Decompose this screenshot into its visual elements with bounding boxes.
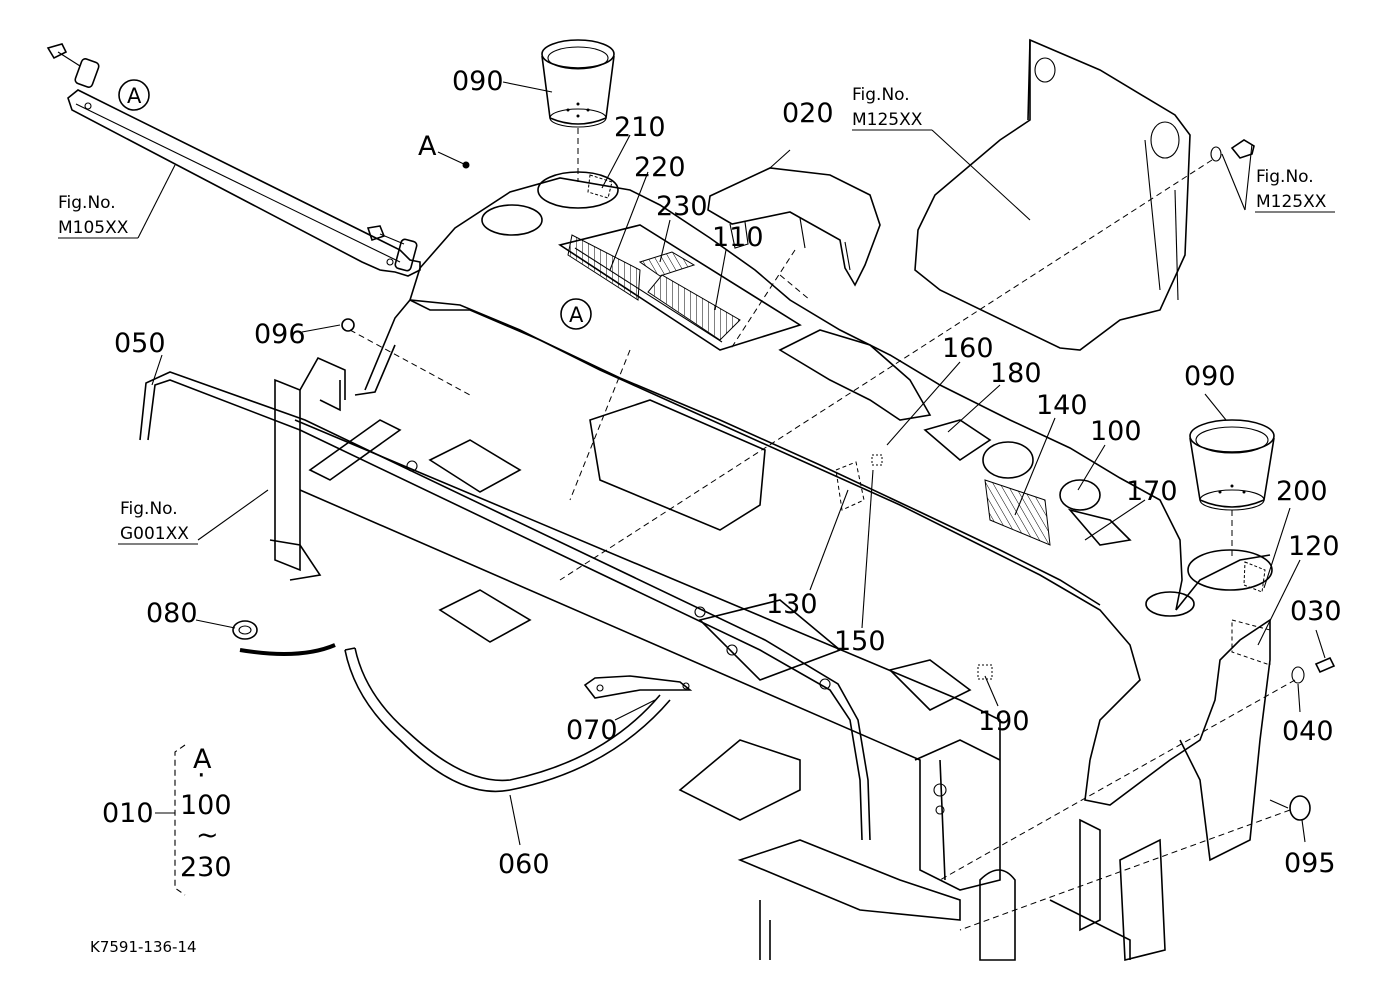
reference-lines [349, 128, 1296, 931]
leader-lines [137, 81, 1326, 846]
callout-a-top: A [418, 131, 437, 162]
kit-line-a: A [193, 744, 212, 775]
kit-group-contents: A · 100 ~ 230 [180, 744, 232, 883]
label-170: 170 [1126, 476, 1178, 507]
label-040: 040 [1282, 716, 1334, 747]
kit-line-230: 230 [180, 852, 232, 883]
fig-ref-m105: Fig.No. M105XX [58, 193, 129, 238]
kit-line-100: 100 [180, 790, 232, 821]
cup-holder-090-top [541, 39, 615, 128]
cup-holder-090-right [1189, 419, 1275, 511]
part-number-labels: 090 210 220 230 110 020 096 050 080 070 … [102, 66, 1342, 880]
fig-ref-m105-code: M105XX [58, 218, 129, 238]
label-096: 096 [254, 319, 306, 350]
label-100: 100 [1090, 416, 1142, 447]
kit-line-tilde: ~ [196, 820, 219, 851]
left-bracket-part [46, 43, 421, 277]
fig-ref-m125-right-title: Fig.No. [1256, 167, 1314, 187]
label-200: 200 [1276, 476, 1328, 507]
label-030: 030 [1290, 596, 1342, 627]
fig-ref-g001: Fig.No. G001XX [120, 499, 189, 544]
label-210: 210 [614, 112, 666, 143]
fig-ref-underlines [58, 129, 1335, 545]
fig-ref-m125-top: Fig.No. M125XX [852, 85, 923, 130]
switch-components [923, 419, 1132, 546]
label-140: 140 [1036, 390, 1088, 421]
label-160: 160 [942, 333, 994, 364]
label-090-top: 090 [452, 66, 504, 97]
fasteners [341, 318, 1336, 821]
callout-a-mid-text: A [569, 303, 584, 327]
clamp-080-part [232, 620, 336, 656]
callout-a-left-text: A [127, 84, 142, 108]
fig-ref-m105-title: Fig.No. [58, 193, 116, 213]
label-150: 150 [834, 626, 886, 657]
cable-060-part [344, 647, 671, 793]
dashboard-panel-part [354, 171, 1273, 862]
fig-ref-g001-title: Fig.No. [120, 499, 178, 519]
fig-ref-g001-code: G001XX [120, 524, 189, 544]
label-stickers [587, 174, 1271, 680]
label-070: 070 [566, 715, 618, 746]
label-010: 010 [102, 798, 154, 829]
cover-020-part [707, 167, 881, 287]
fig-ref-m125-right: Fig.No. M125XX [1256, 167, 1327, 212]
support-frame-part [269, 356, 1166, 962]
label-090-right: 090 [1184, 361, 1236, 392]
label-180: 180 [990, 358, 1042, 389]
label-230: 230 [656, 191, 708, 222]
kit-group-bracket [155, 744, 186, 896]
label-190: 190 [978, 706, 1030, 737]
fig-ref-m125-right-code: M125XX [1256, 192, 1327, 212]
label-020: 020 [782, 98, 834, 129]
right-cover-part [914, 38, 1255, 351]
label-120: 120 [1288, 531, 1340, 562]
callout-a-circle-mid [560, 298, 592, 330]
label-060: 060 [498, 849, 550, 880]
callout-a-dot [462, 161, 470, 169]
drawing-code: K7591-136-14 [90, 938, 197, 956]
bracket-070-part [583, 675, 693, 699]
label-110: 110 [712, 222, 764, 253]
fig-ref-m125-top-title: Fig.No. [852, 85, 910, 105]
fig-ref-m125-top-code: M125XX [852, 110, 923, 130]
label-050: 050 [114, 328, 166, 359]
label-080: 080 [146, 598, 198, 629]
label-095: 095 [1284, 848, 1336, 879]
kit-line-dot: · [197, 760, 206, 791]
label-130: 130 [766, 589, 818, 620]
label-220: 220 [634, 152, 686, 183]
callout-a-circle-left [118, 79, 150, 111]
